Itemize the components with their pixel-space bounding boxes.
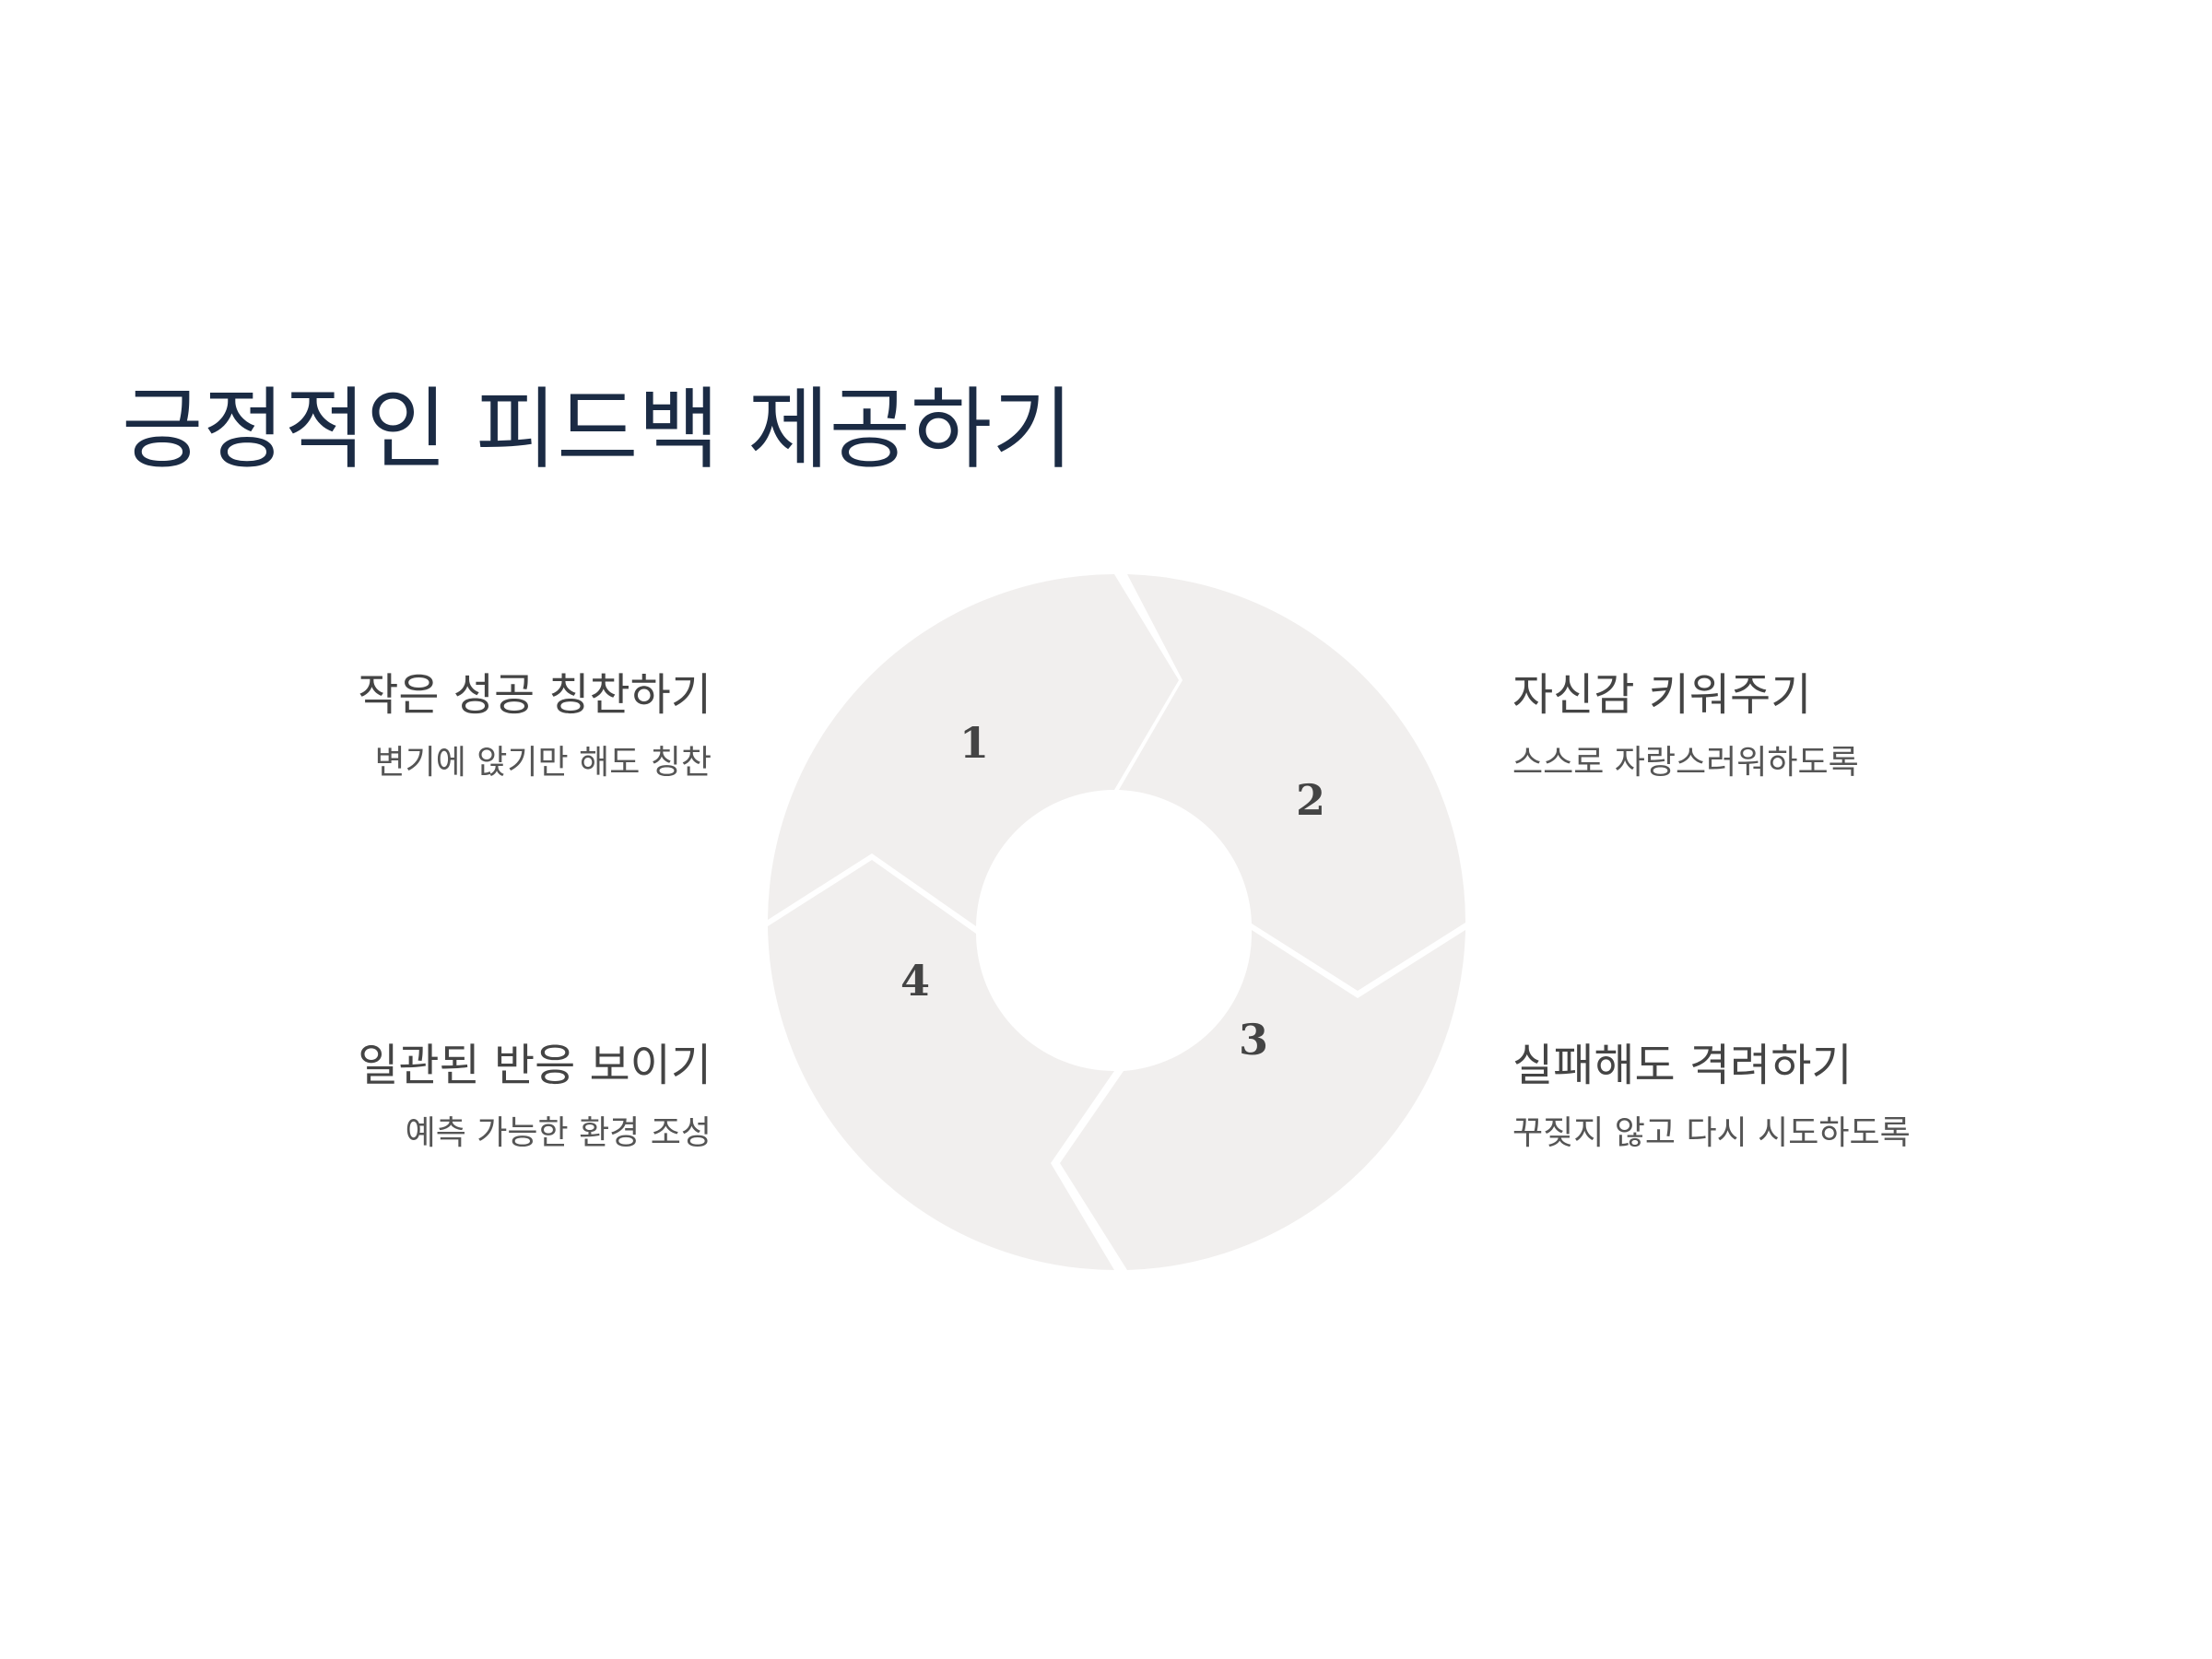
step-number-2: 2 [1296,775,1325,825]
cycle-segment-3 [1060,930,1465,1270]
step-2-heading: 자신감 키워주기 [1512,669,1812,721]
slide-title: 긍정적인 피드백 제공하기 [122,378,1074,481]
step-3-heading: 실패해도 격려하기 [1512,1040,1853,1091]
step-2-description: 스스로 자랑스러워하도록 [1512,743,1859,782]
step-number-4: 4 [900,956,930,1006]
cycle-segment-2 [1119,574,1465,991]
step-2-text: 자신감 키워주기 스스로 자랑스러워하도록 [1512,669,2212,782]
step-1-text: 작은 성공 칭찬하기 변기에 앉기만 해도 칭찬 [11,669,712,782]
step-4-text: 일관된 반응 보이기 예측 가능한 환경 조성 [11,1040,712,1153]
step-number-3: 3 [1239,1015,1268,1065]
step-1-description: 변기에 앉기만 해도 칭찬 [374,743,712,782]
cycle-segment-1 [768,574,1179,926]
step-3-text: 실패해도 격려하기 꾸짖지 않고 다시 시도하도록 [1512,1040,2212,1153]
step-1-heading: 작은 성공 칭찬하기 [358,669,712,721]
step-4-description: 예측 가능한 환경 조성 [405,1113,712,1152]
step-4-heading: 일관된 반응 보이기 [358,1040,712,1091]
cycle-segment-4 [768,860,1114,1270]
step-number-1: 1 [959,718,989,768]
step-3-description: 꾸짖지 않고 다시 시도하도록 [1512,1113,1911,1152]
